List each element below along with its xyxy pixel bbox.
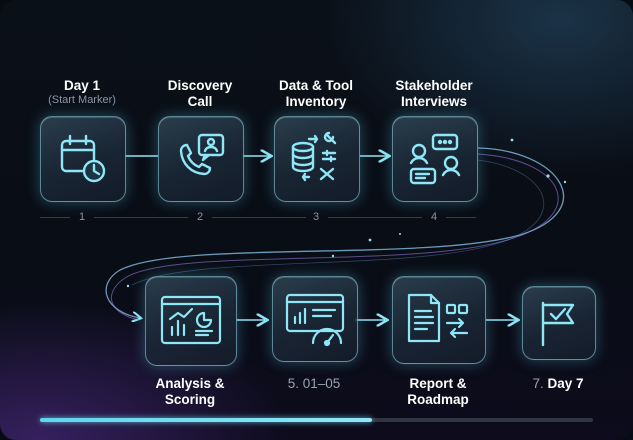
step-2-title: Discovery Call — [158, 78, 242, 110]
step-8-label-prefix: 7. — [532, 376, 544, 391]
step-8-label-main: Day 7 — [547, 376, 584, 391]
chart-gauge-icon — [285, 293, 345, 347]
step-8-label: 7. Day 7 — [520, 376, 596, 391]
step-3-title-line2: Inventory — [285, 94, 347, 109]
dot — [368, 238, 372, 242]
calendar-clock-icon — [60, 134, 106, 183]
dot — [510, 138, 514, 142]
step-4-title: Stakeholder Interviews — [382, 78, 486, 110]
flow-curve-2 — [110, 153, 559, 321]
people-chat-icon — [409, 133, 461, 185]
step-8-card[interactable] — [522, 286, 596, 360]
step-3-number: 3 — [312, 211, 320, 223]
phone-chat-icon — [179, 133, 225, 176]
step-3-title: Data & Tool Inventory — [266, 78, 366, 110]
flow-curve-3 — [131, 159, 544, 286]
charts-dashboard-icon — [160, 295, 222, 345]
step-4-card[interactable] — [392, 116, 478, 202]
step-6-label: 5. 01–05 — [287, 376, 341, 391]
timeline-segment — [328, 217, 422, 218]
dot — [331, 254, 335, 258]
step-6-card[interactable] — [272, 276, 358, 362]
timeline-segment — [94, 217, 188, 218]
step-1-number: 1 — [78, 211, 86, 223]
step-4-title-line1: Stakeholder — [395, 78, 473, 93]
step-1-card[interactable] — [40, 116, 126, 202]
step-2-title-line1: Discovery — [167, 78, 233, 93]
step-7-card[interactable] — [392, 276, 486, 364]
timeline-segment — [446, 217, 476, 218]
timeline-segment — [40, 217, 70, 218]
dot — [399, 233, 401, 235]
step-2-number: 2 — [196, 211, 204, 223]
step-4-number: 4 — [430, 211, 438, 223]
dot — [546, 174, 550, 178]
step-5-title: Analysis & Scoring — [140, 376, 240, 408]
step-3-title-line1: Data & Tool — [279, 78, 353, 93]
database-tools-icon — [291, 131, 337, 182]
progress-bar — [40, 418, 593, 422]
step-7-title-line1: Report & — [409, 376, 467, 391]
document-swap-icon — [407, 293, 469, 343]
step-1-title: Day 1 — [63, 78, 101, 93]
step-1-subtitle: (Start Marker) — [48, 94, 116, 106]
flow-curve-1 — [105, 147, 565, 318]
timeline-segment — [212, 217, 306, 218]
step-2-title-line2: Call — [187, 94, 213, 109]
step-5-title-line1: Analysis & — [155, 376, 225, 391]
step-2-card[interactable] — [158, 116, 244, 202]
step-4-title-line2: Interviews — [400, 94, 468, 109]
dot — [126, 284, 130, 288]
step-7-title: Report & Roadmap — [388, 376, 488, 408]
step-5-card[interactable] — [145, 276, 237, 366]
step-7-title-line2: Roadmap — [407, 392, 469, 407]
flag-check-icon — [541, 301, 575, 347]
dot — [563, 180, 567, 184]
step-5-title-line2: Scoring — [164, 392, 216, 407]
step-3-card[interactable] — [274, 116, 360, 202]
progress-fill — [40, 418, 372, 422]
